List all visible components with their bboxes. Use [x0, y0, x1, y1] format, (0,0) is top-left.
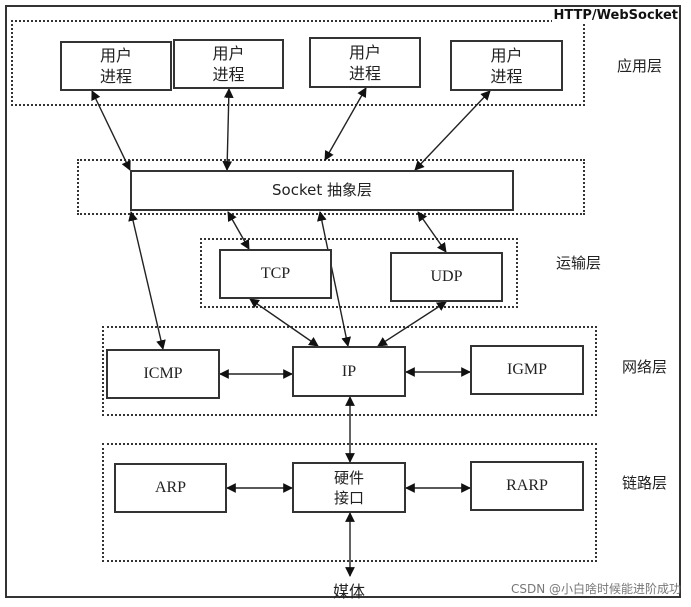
hardware-interface: 硬件接口 [292, 462, 406, 513]
igmp-label: IGMP [506, 361, 547, 378]
link-layer-label: 链路层 [622, 474, 668, 492]
arrow-socket-udp [417, 211, 447, 253]
user-process-label: 进程 [490, 66, 523, 86]
diagram-frame [5, 5, 681, 598]
user-process-label: 用户 [490, 45, 523, 65]
watermark: CSDN @小白啥时候能进阶成功 [510, 582, 681, 596]
rarp-label: RARP [506, 477, 548, 494]
application-layer-label: 应用层 [617, 57, 663, 75]
protocol-badge: HTTP/WebSocket [552, 8, 679, 23]
user-process-2: 用户进程 [173, 39, 284, 89]
arrow-socket-tcp [227, 211, 250, 250]
arrow-socket-icmp [128, 211, 166, 350]
arrow-process3-socket [324, 87, 367, 161]
user-process-label: 进程 [212, 65, 245, 84]
arp-label: ARP [154, 479, 187, 496]
arrow-socket-ip [317, 211, 351, 347]
rarp: RARP [470, 461, 584, 511]
socket-layer-label: Socket 抽象层 [272, 181, 372, 199]
arrow-udp-ip [377, 301, 447, 347]
application-layer-region [11, 20, 585, 106]
user-process-4: 用户进程 [450, 40, 563, 91]
arrow-process2-socket [222, 88, 234, 171]
arrow-process1-socket [91, 90, 131, 171]
network-layer-label: 网络层 [622, 358, 668, 376]
arrow-tcp-ip [249, 298, 319, 347]
tcp-label: TCP [260, 265, 291, 282]
ip-label: IP [341, 362, 357, 380]
arp: ARP [114, 463, 227, 513]
icmp-label: ICMP [143, 365, 183, 382]
igmp: IGMP [470, 345, 584, 395]
user-process-3: 用户进程 [309, 37, 421, 88]
socket-layer: Socket 抽象层 [130, 170, 514, 211]
udp: UDP [390, 252, 503, 302]
icmp: ICMP [106, 349, 220, 399]
media-label: 媒体 [333, 582, 366, 601]
hardware-interface-label: 接口 [333, 488, 364, 507]
hardware-interface-label: 硬件 [333, 468, 364, 487]
user-process-label: 进程 [348, 63, 381, 83]
user-process-label: 用户 [348, 42, 381, 62]
arrow-process4-socket [414, 90, 491, 171]
user-process-label: 用户 [99, 46, 132, 65]
transport-layer-label: 运输层 [556, 254, 602, 272]
tcp: TCP [219, 249, 332, 299]
user-process-label: 进程 [99, 67, 132, 86]
udp-label: UDP [430, 268, 463, 285]
transport-layer-region [200, 238, 518, 308]
user-process-1: 用户进程 [60, 41, 172, 91]
user-process-label: 用户 [212, 44, 245, 63]
ip: IP [292, 346, 406, 397]
